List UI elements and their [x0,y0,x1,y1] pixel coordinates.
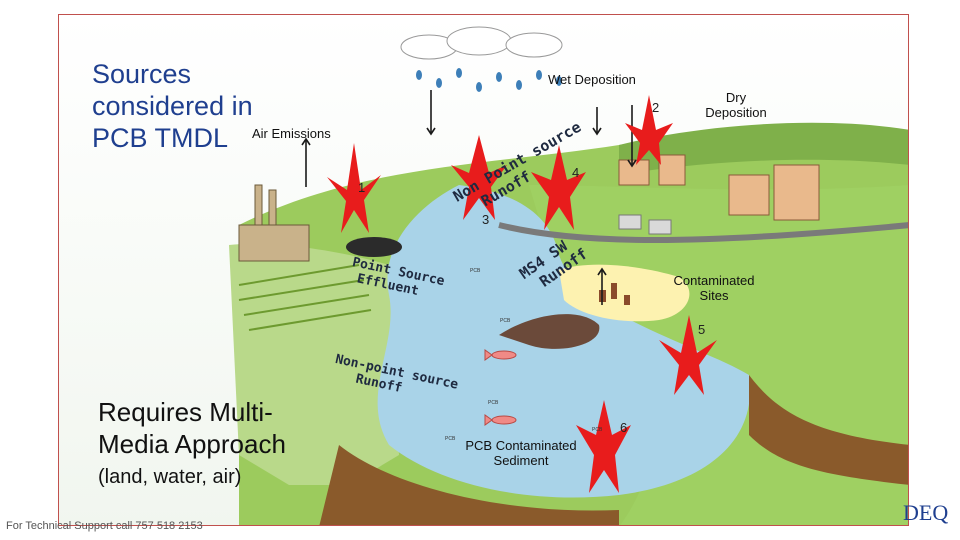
dry-deposition-label: Dry Deposition [698,90,774,120]
pcb-marker: PCB [592,427,602,433]
approach-line-3: (land, water, air) [98,466,286,489]
deq-logo: DEQ [903,500,948,526]
title-line-3: PCB TMDL [92,122,253,154]
title-line-2: considered in [92,90,253,122]
approach-line-2: Media Approach [98,428,286,460]
approach-line-1: Requires Multi- [98,396,286,428]
wet-deposition-label: Wet Deposition [548,72,636,87]
air-emissions-label: Air Emissions [252,126,331,141]
marker-number-4: 4 [572,165,579,180]
pcb-marker: PCB [445,436,455,442]
pcb-marker: PCB [470,268,480,274]
multimedia-approach-text: Requires Multi- Media Approach (land, wa… [98,396,286,489]
marker-number-3: 3 [482,212,489,227]
marker-number-2: 2 [652,100,659,115]
title-line-1: Sources [92,58,253,90]
pcb-sediment-label: PCB Contaminated Sediment [456,438,586,468]
contaminated-sites-line-2: Sites [666,288,762,303]
contaminated-sites-label: Contaminated Sites [666,273,762,303]
marker-number-1: 1 [358,180,365,195]
pcb-sediment-line-2: Sediment [456,453,586,468]
pcb-marker: PCB [500,318,510,324]
marker-number-6: 6 [620,420,627,435]
dry-deposition-line-1: Dry [698,90,774,105]
dry-deposition-line-2: Deposition [698,105,774,120]
support-footer: For Technical Support call 757 518 2153 [6,520,203,532]
contaminated-sites-line-1: Contaminated [666,273,762,288]
marker-number-5: 5 [698,322,705,337]
treatment-tank [346,237,402,257]
pcb-marker: PCB [488,400,498,406]
pcb-sediment-line-1: PCB Contaminated [456,438,586,453]
diagram-title: Sources considered in PCB TMDL [92,58,253,154]
